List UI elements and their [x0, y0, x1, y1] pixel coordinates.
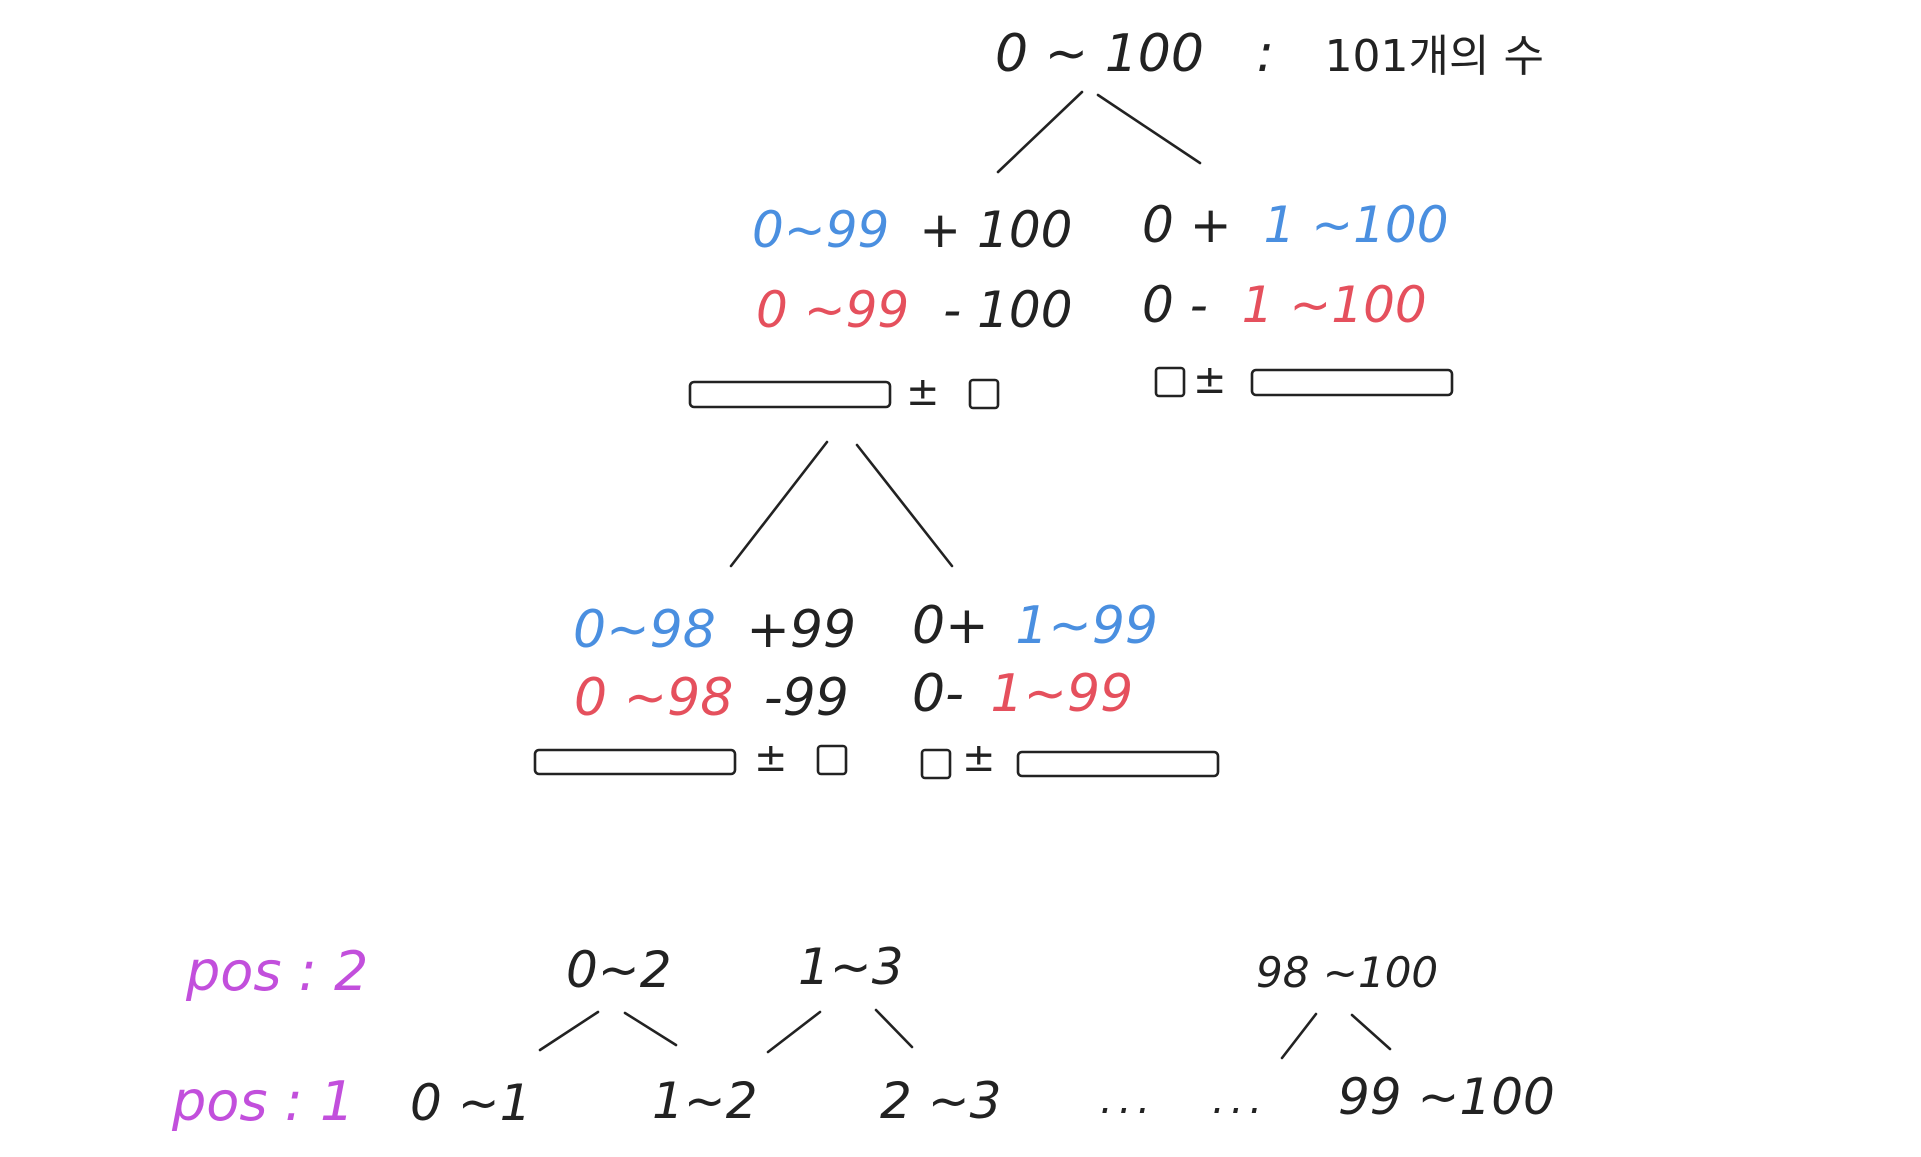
edge-root-right	[1096, 93, 1202, 165]
edge-l2-left-to-l3-right	[855, 443, 954, 568]
l2-left-line2: 0 ~99 - 100	[756, 285, 1073, 335]
root-separator: :	[1256, 24, 1275, 84]
edge-13-to-12	[766, 1010, 822, 1054]
edge-98100-to-99100	[1350, 1013, 1392, 1051]
pos2-node: 98 ~100	[1256, 948, 1439, 997]
blank-long-box	[533, 748, 737, 776]
pos1-node: 0 ~1	[410, 1074, 532, 1132]
l2-right-line1-op: 0 +	[1142, 196, 1232, 254]
edge-02-to-01	[538, 1010, 600, 1052]
l2-left-line2-op: - 100	[943, 281, 1073, 339]
l2-right-line2-op: 0 -	[1142, 276, 1208, 334]
pos1-node: 99 ~100	[1338, 1068, 1555, 1126]
l3-left-line2-range: 0 ~98	[574, 668, 734, 728]
l2-left-pm: ±	[906, 369, 940, 415]
edge-13-to-23	[874, 1008, 914, 1049]
blank-small-box	[1154, 366, 1186, 398]
blank-long-box	[688, 380, 892, 409]
l3-left-pm: ±	[754, 735, 788, 781]
edge-98100-to-left	[1280, 1012, 1318, 1060]
l2-left-line2-range: 0 ~99	[756, 281, 910, 339]
pos2-label: pos : 2	[186, 940, 369, 1003]
l2-right-line2: 0 - 1 ~100	[1142, 280, 1427, 330]
l3-left-line2: 0 ~98 -99	[574, 672, 849, 724]
l2-right-line2-range: 1 ~100	[1241, 276, 1427, 334]
l3-right-line2-op: 0-	[912, 664, 964, 724]
l3-right-line1: 0+ 1~99	[912, 600, 1158, 652]
l3-left-line1-range: 0~98	[573, 600, 716, 660]
blank-small-box	[920, 748, 952, 780]
l2-left-line1-op: + 100	[919, 201, 1073, 259]
l3-left-line2-op: -99	[763, 668, 849, 728]
pos2-node: 0~2	[566, 941, 672, 999]
l3-right-pm: ±	[962, 735, 996, 781]
l3-left-line1-op: +99	[746, 600, 857, 660]
edge-l2-left-to-l3-left	[729, 440, 829, 568]
l2-right-pm: ±	[1193, 357, 1227, 403]
blank-long-box	[1250, 368, 1454, 397]
root-node: 0 ~ 100 : 101개의 수	[995, 28, 1544, 80]
ellipsis: ...	[1212, 1077, 1269, 1123]
l3-right-line2: 0- 1~99	[912, 668, 1133, 720]
l2-right-line1: 0 + 1 ~100	[1142, 200, 1449, 250]
l2-left-line1-range: 0~99	[752, 201, 890, 259]
l3-right-line2-range: 1~99	[990, 664, 1134, 724]
blank-small-box	[816, 744, 848, 776]
l2-right-line1-range: 1 ~100	[1263, 196, 1449, 254]
blank-long-box	[1016, 750, 1220, 778]
l3-right-line1-range: 1~99	[1015, 596, 1159, 656]
pos1-label: pos : 1	[172, 1070, 355, 1133]
root-description: 101개의 수	[1324, 31, 1544, 82]
blank-small-box	[968, 378, 1000, 410]
l3-right-line1-op: 0+	[912, 596, 989, 656]
edge-02-to-12	[623, 1011, 678, 1047]
edge-root-left	[996, 90, 1084, 174]
l2-left-line1: 0~99 + 100	[752, 205, 1072, 255]
pos1-node: 1~2	[652, 1072, 758, 1130]
root-range: 0 ~ 100	[995, 24, 1204, 84]
pos2-node: 1~3	[798, 938, 904, 996]
pos1-node: 2 ~3	[880, 1072, 1002, 1130]
l3-left-line1: 0~98 +99	[573, 604, 856, 656]
ellipsis: ...	[1100, 1077, 1157, 1123]
